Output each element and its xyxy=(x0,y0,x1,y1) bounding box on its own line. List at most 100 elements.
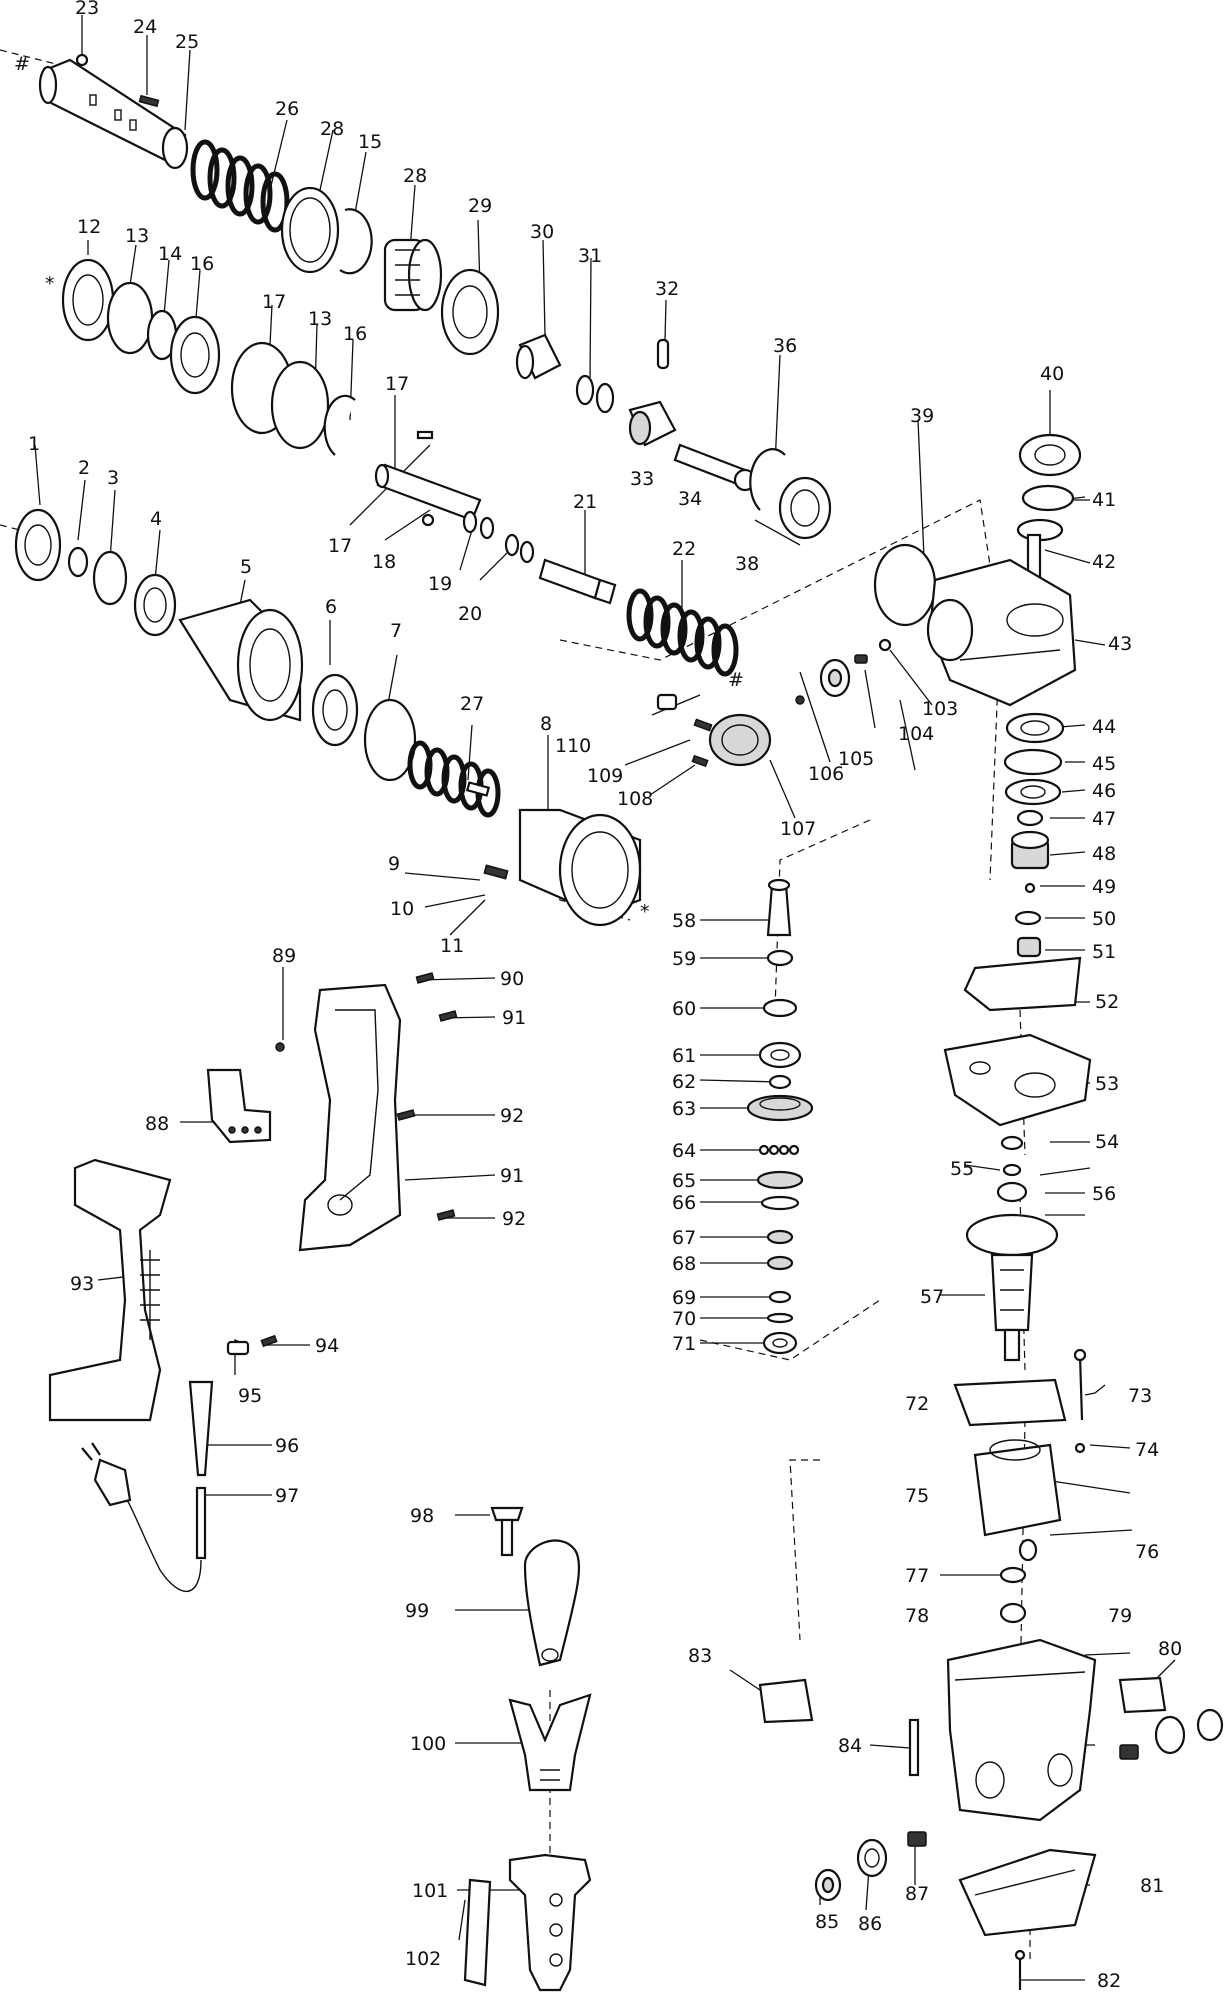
label-43: 42 xyxy=(1092,551,1116,573)
part-70-ring xyxy=(768,1290,792,1304)
second-row-parts xyxy=(61,258,739,677)
label-53: 52 xyxy=(1095,991,1119,1013)
part-107 xyxy=(795,695,805,705)
part-20-ball xyxy=(421,513,435,527)
part-81-label xyxy=(1118,1676,1167,1714)
part-87-brush-holder-right xyxy=(1154,1715,1186,1755)
label-78: 77 xyxy=(905,1565,929,1587)
part-97-sleeve xyxy=(188,1380,214,1477)
label-108: 107 xyxy=(780,818,816,840)
label-63: 62 xyxy=(672,1071,696,1093)
label-75: 74 xyxy=(1135,1439,1159,1461)
label-8: 8 xyxy=(540,713,552,735)
part-12-seal xyxy=(61,258,115,342)
part-71-ring xyxy=(766,1312,794,1324)
part-27-spindle xyxy=(38,58,189,170)
part-22-oring-a xyxy=(504,533,520,557)
part-100-band xyxy=(523,1539,581,1667)
label-54: 53 xyxy=(1095,1073,1119,1095)
part-28-spring-lower xyxy=(407,740,501,818)
center-column-parts xyxy=(746,878,814,1355)
part-labels: 23 24 25 26 28 15 28 29 30 31 32 12 13 1… xyxy=(28,0,1182,1992)
part-51-ring xyxy=(1014,910,1042,926)
star-mark-8: * xyxy=(640,901,650,923)
label-96: 95 xyxy=(238,1385,262,1407)
label-64: 63 xyxy=(672,1098,696,1120)
part-65-balls xyxy=(758,1144,800,1156)
label-74: 73 xyxy=(1128,1385,1152,1407)
part-103-insert xyxy=(463,1878,492,1987)
part-29-ring xyxy=(280,186,340,274)
label-106: 105 xyxy=(838,748,874,770)
label-46: 45 xyxy=(1092,753,1116,775)
label-11: 11 xyxy=(440,935,464,957)
label-4: 4 xyxy=(150,508,162,530)
label-71: 70 xyxy=(672,1308,696,1330)
label-58: 57 xyxy=(920,1286,944,1308)
label-93: 92 xyxy=(500,1105,524,1127)
label-24: 22 xyxy=(672,538,696,560)
label-17a: 15 xyxy=(358,131,382,153)
part-92-screw-b xyxy=(436,1209,456,1221)
part-49-gear xyxy=(1010,830,1050,870)
part-105 xyxy=(854,654,868,664)
label-65: 64 xyxy=(672,1140,696,1162)
label-49: 48 xyxy=(1092,843,1116,865)
third-row-parts xyxy=(14,508,642,927)
label-70: 69 xyxy=(672,1287,696,1309)
label-23: 21 xyxy=(573,491,597,513)
part-106-eccentric xyxy=(819,658,851,698)
label-13b: 13 xyxy=(308,308,332,330)
label-20: 18 xyxy=(372,551,396,573)
part-34-pin xyxy=(656,338,670,370)
star-mark-12: * xyxy=(45,273,55,295)
part-17-circlip-mid xyxy=(323,394,356,456)
part-35-piston xyxy=(628,400,677,447)
label-88: 87 xyxy=(905,1883,929,1905)
label-32: 30 xyxy=(530,221,554,243)
label-12: 12 xyxy=(77,216,101,238)
part-10-screw xyxy=(483,864,509,880)
label-44: 43 xyxy=(1108,633,1132,655)
label-79: 78 xyxy=(905,1605,929,1627)
label-48: 47 xyxy=(1092,808,1116,830)
label-84: 83 xyxy=(688,1645,712,1667)
label-3: 3 xyxy=(107,467,119,489)
label-94: 93 xyxy=(70,1273,94,1295)
label-31: 29 xyxy=(468,195,492,217)
label-42: 41 xyxy=(1092,489,1116,511)
part-102-grip xyxy=(508,1853,592,1992)
part-74-screw xyxy=(1078,1354,1084,1421)
part-91-screw-b xyxy=(396,1109,416,1121)
part-38-circlip xyxy=(749,448,786,511)
part-31-clutch xyxy=(440,268,500,356)
label-40: 39 xyxy=(910,405,934,427)
label-98: 97 xyxy=(275,1485,299,1507)
label-13a: 13 xyxy=(125,225,149,247)
part-33-oring-a xyxy=(575,374,595,406)
label-57: 56 xyxy=(1092,1183,1116,1205)
label-77: 76 xyxy=(1135,1541,1159,1563)
label-15: 16 xyxy=(190,253,214,275)
handle-parts xyxy=(48,972,458,1592)
label-18: 17 xyxy=(385,373,409,395)
label-50: 49 xyxy=(1092,876,1116,898)
part-73-baffle xyxy=(953,1378,1067,1427)
part-88-brush xyxy=(907,1831,927,1847)
label-109: 108 xyxy=(617,788,653,810)
part-64-gear xyxy=(746,1094,814,1122)
label-51: 50 xyxy=(1092,908,1116,930)
label-76: 75 xyxy=(905,1485,929,1507)
part-108-knob xyxy=(708,713,772,767)
part-92-screw-a xyxy=(438,1010,458,1022)
label-45: 44 xyxy=(1092,716,1116,738)
part-86-cap xyxy=(814,1868,842,1902)
part-95-screw xyxy=(260,1334,278,1348)
part-36-conrod xyxy=(673,443,757,492)
label-16: 17 xyxy=(262,291,286,313)
motor-housing-parts xyxy=(758,1638,1224,1990)
part-55-bearing xyxy=(1000,1135,1024,1151)
label-19: 17 xyxy=(328,535,352,557)
part-25-ball xyxy=(75,53,89,67)
part-43-crank xyxy=(1016,518,1064,582)
